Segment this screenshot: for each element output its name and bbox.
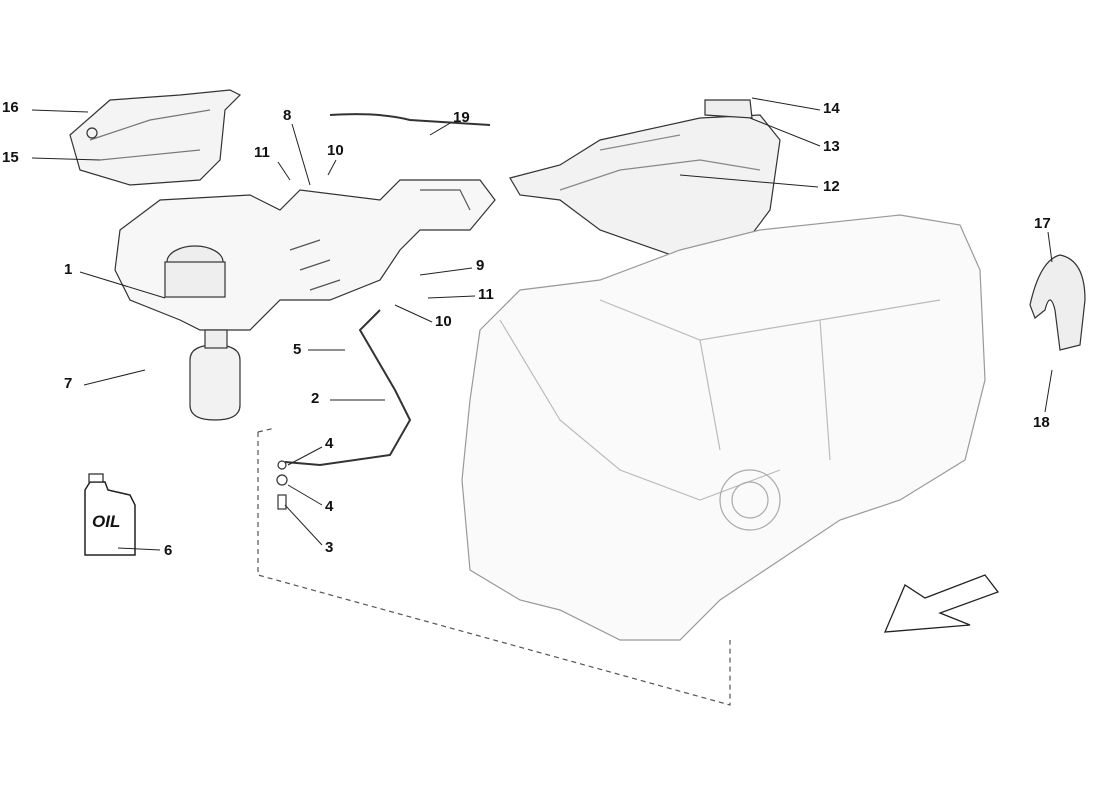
- callout-4[interactable]: 4: [325, 435, 334, 452]
- callout-1[interactable]: 1: [64, 261, 73, 278]
- callout-18[interactable]: 18: [1033, 414, 1050, 431]
- hose-19: [329, 113, 491, 126]
- dashed-reference-line: [257, 427, 731, 706]
- heat-shield-12: [509, 114, 781, 259]
- callout-11[interactable]: 11: [478, 286, 494, 303]
- callout-11[interactable]: 11: [254, 144, 270, 161]
- callout-19[interactable]: 19: [453, 109, 470, 126]
- callout-15[interactable]: 15: [2, 149, 19, 166]
- callout-10[interactable]: 10: [327, 142, 344, 159]
- callout-14[interactable]: 14: [823, 100, 840, 117]
- oil-can-label: OIL: [92, 512, 121, 531]
- callout-3[interactable]: 3: [325, 539, 334, 556]
- callout-5[interactable]: 5: [293, 341, 302, 358]
- callout-12[interactable]: 12: [823, 178, 840, 195]
- callout-16[interactable]: 16: [2, 99, 19, 116]
- callout-10[interactable]: 10: [435, 313, 452, 330]
- hydraulic-pipe: [284, 309, 412, 467]
- gearbox-housing: [461, 214, 986, 641]
- callout-13[interactable]: 13: [823, 138, 840, 155]
- callout-17[interactable]: 17: [1034, 215, 1051, 232]
- callout-2[interactable]: 2: [311, 390, 320, 407]
- callout-4[interactable]: 4: [325, 498, 334, 515]
- seal-17: [1029, 254, 1086, 351]
- callout-8[interactable]: 8: [283, 107, 292, 124]
- bolt-hole: [86, 127, 98, 139]
- bracket-13: [704, 99, 753, 119]
- callout-9[interactable]: 9: [476, 257, 485, 274]
- callout-7[interactable]: 7: [64, 375, 73, 392]
- callout-6[interactable]: 6: [164, 542, 173, 559]
- direction-arrow: [883, 574, 1000, 633]
- pressure-accumulator: [189, 344, 241, 421]
- heat-shield-15: [69, 89, 242, 186]
